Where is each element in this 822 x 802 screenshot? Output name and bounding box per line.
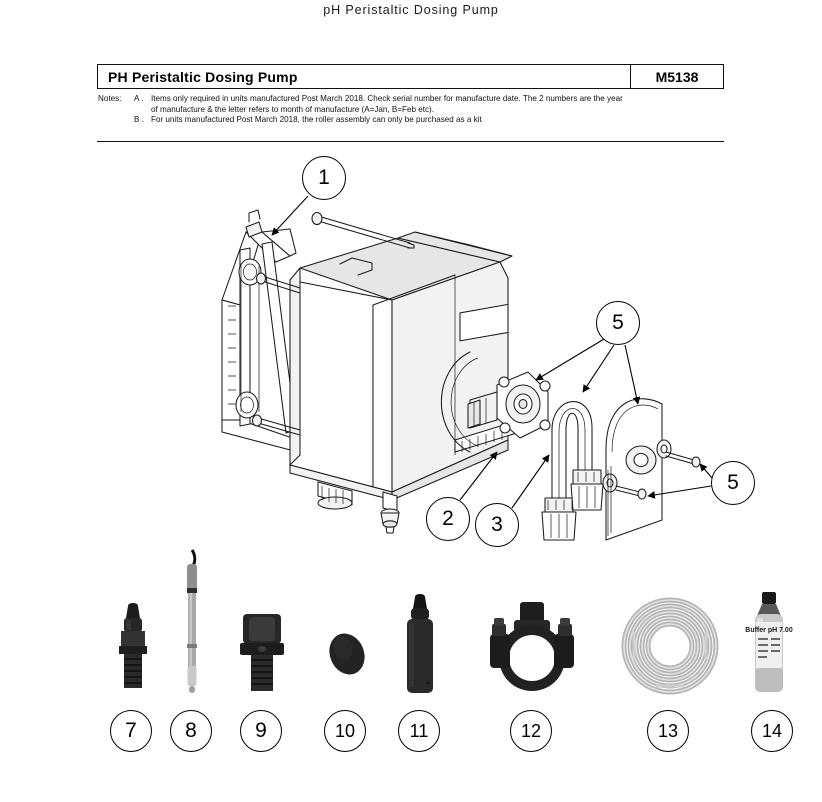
part-probe-cover: [402, 593, 438, 696]
wall-bracket: [221, 209, 299, 453]
part-balloon-9[interactable]: 9: [240, 710, 282, 752]
part-connector-fitting: [113, 600, 153, 696]
tube-assembly: [541, 401, 604, 541]
part-buffer-bottle: Buffer pH 7.00: [745, 592, 793, 696]
roller-assembly: [440, 351, 551, 453]
part-coiled-tubing: [620, 596, 720, 696]
part-blanking-cap: [325, 630, 369, 678]
title-block: PH Peristaltic Dosing Pump M5138: [97, 64, 724, 89]
callout-balloon-5-upper[interactable]: 5: [596, 301, 640, 345]
note-b-letter: B .: [134, 115, 144, 124]
callout-balloon-5-lower[interactable]: 5: [711, 461, 755, 505]
callout-balloon-3[interactable]: 3: [475, 503, 519, 547]
callout-balloon-2[interactable]: 2: [426, 497, 470, 541]
note-b-line1: For units manufactured Post March 2018, …: [151, 115, 482, 124]
notes-label: Notes:: [98, 94, 122, 103]
cover-plate: [602, 398, 672, 541]
cover-screws: [615, 451, 701, 500]
note-a-line2: of manufacture & the letter refers to mo…: [151, 104, 434, 114]
pump-housing: [289, 231, 521, 534]
part-balloon-12[interactable]: 12: [510, 710, 552, 752]
title-block-name: PH Peristaltic Dosing Pump: [108, 68, 298, 85]
part-balloon-14[interactable]: 14: [751, 710, 793, 752]
notes-block: Notes: A . Items only required in units …: [98, 94, 738, 126]
note-a-line1: Items only required in units manufacture…: [151, 94, 623, 103]
part-balloon-10[interactable]: 10: [324, 710, 366, 752]
note-b: B . For units manufactured Post March 20…: [98, 115, 738, 126]
part-saddle-clamp: [486, 600, 578, 696]
part-balloon-7[interactable]: 7: [110, 710, 152, 752]
title-block-part-code: M5138: [630, 65, 723, 88]
callout-balloon-1[interactable]: 1: [302, 156, 346, 200]
mounting-screws: [251, 211, 415, 436]
part-balloon-8[interactable]: 8: [170, 710, 212, 752]
leader-lines: [271, 195, 713, 509]
page-title: pH Peristaltic Dosing Pump: [323, 3, 499, 17]
note-a-letter: A .: [134, 94, 144, 103]
bottle-label-title: Buffer pH 7.00: [745, 627, 793, 634]
part-balloon-11[interactable]: 11: [398, 710, 440, 752]
header-divider: [97, 141, 724, 142]
part-ph-probe: [178, 548, 206, 696]
part-gland-nut: [237, 612, 287, 696]
part-balloon-13[interactable]: 13: [647, 710, 689, 752]
note-a: Notes: A . Items only required in units …: [98, 94, 738, 105]
